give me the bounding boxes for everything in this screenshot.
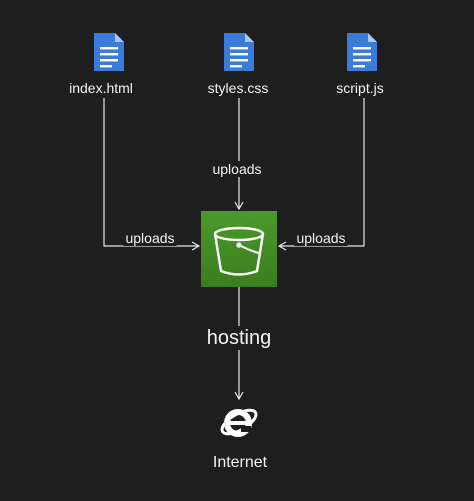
s3-bucket-node: [201, 211, 277, 287]
file-label-index-html: index.html: [67, 80, 135, 96]
edge-label-uploads-left: uploads: [123, 230, 177, 246]
edge-label-uploads-center: uploads: [210, 161, 264, 177]
edge-file1-to-bucket: [103, 98, 201, 251]
edge-file3-to-bucket: [277, 98, 365, 251]
bucket-icon: [213, 226, 265, 276]
file-label-styles-css: styles.css: [205, 80, 271, 96]
document-icon: [224, 33, 254, 71]
internet-explorer-icon: [220, 408, 258, 437]
internet-label: Internet: [210, 453, 270, 473]
file-label-script-js: script.js: [334, 80, 386, 96]
edge-label-uploads-right: uploads: [294, 230, 348, 246]
edge-label-hosting: hosting: [204, 326, 274, 350]
document-icon: [94, 33, 124, 71]
document-icon: [347, 33, 377, 71]
